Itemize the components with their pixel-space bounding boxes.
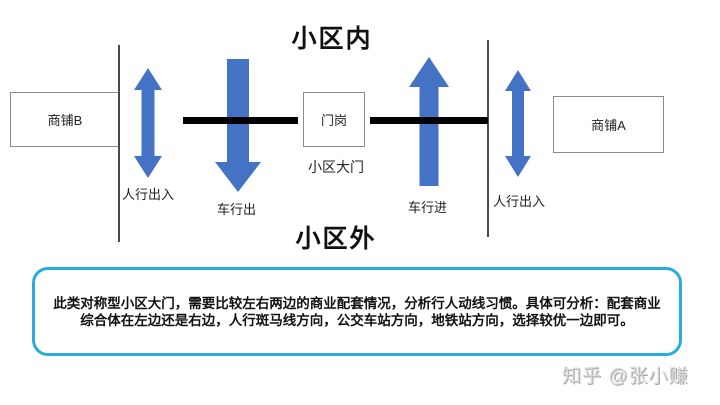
vehicle-in-label: 车行进 <box>408 200 448 215</box>
vehicle-out-label: 车行出 <box>217 202 257 217</box>
shop-a-box: 商铺A <box>553 96 664 153</box>
vehicle-out-arrow-icon <box>215 59 261 192</box>
gate-label: 小区大门 <box>308 159 364 175</box>
zone-title-outside: 小区外 <box>295 225 377 253</box>
pedestrian-double-arrow-left-icon <box>134 68 162 178</box>
pedestrian-left-label: 人行出入 <box>122 187 175 202</box>
pedestrian-right-label: 人行出入 <box>493 194 546 209</box>
analysis-note-box: 此类对称型小区大门，需要比较左右两边的商业配套情况，分析行人动线习惯。具体可分析… <box>32 267 682 356</box>
gate-post-box: 门岗 <box>303 92 365 147</box>
left-wall-segment <box>183 117 298 124</box>
gate-post-label: 门岗 <box>320 113 347 128</box>
analysis-note-text: 此类对称型小区大门，需要比较左右两边的商业配套情况，分析行人动线习惯。具体可分析… <box>53 295 661 328</box>
shop-a-label: 商铺A <box>591 118 626 133</box>
pedestrian-double-arrow-right-icon <box>505 70 531 177</box>
shop-b-box: 商铺B <box>10 92 120 147</box>
right-wall-segment <box>370 117 488 124</box>
zhihu-watermark: 知乎 @张小赚 <box>562 366 689 387</box>
right-boundary-line <box>487 40 489 237</box>
left-boundary-line <box>118 45 120 242</box>
zone-title-inside: 小区内 <box>291 25 373 53</box>
shop-b-label: 商铺B <box>47 113 83 128</box>
